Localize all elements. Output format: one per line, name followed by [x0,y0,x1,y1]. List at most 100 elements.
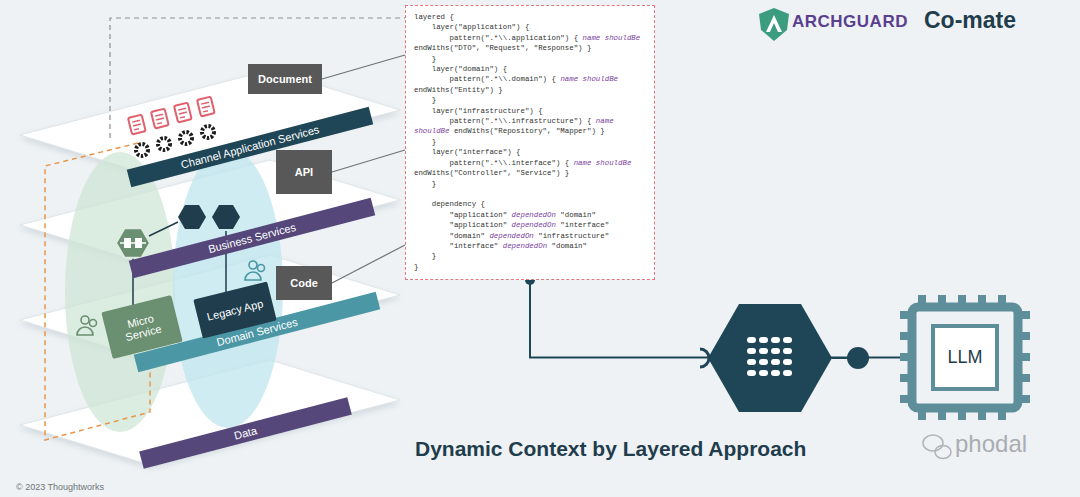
layer-tag: Code [276,266,332,300]
person-icon [77,327,93,335]
llm-chip: LLM [900,295,1030,420]
wechat-icon [923,435,943,451]
engine-grid [747,337,792,376]
node-text: Data [232,424,258,441]
code-keyword: shouldBe [583,75,618,83]
code-token: pattern(".*\\.domain") { [414,75,560,83]
code-token [591,159,595,167]
person-icon [81,316,89,324]
engine-dot [747,359,756,365]
code-token [600,34,604,42]
code-line: layer("domain") { [414,64,646,74]
node-text: LLM [947,347,982,368]
boundary-dashed [45,143,150,440]
person-icon [249,261,257,269]
hexagon-icon [116,228,150,257]
code-token: pattern(".*\\.application") { [414,34,583,42]
node-text: API [295,166,313,178]
chip-outline [912,307,1018,408]
code-token: dependency { [414,200,485,208]
code-line: "domain" dependedOn "infrastructure" [414,231,646,241]
layer-tag: API [276,150,332,194]
archguard-logo [759,8,789,41]
code-token: "domain" [547,242,587,250]
wechat-icon [923,435,951,459]
code-line: dependency { [414,199,646,209]
code-line: } [414,262,646,272]
node-text: Legacy App [206,297,265,323]
hexagon-icon [135,238,142,248]
chip-outline [933,326,997,389]
engine-dot [759,370,768,376]
product-name: Co-mate [924,7,1016,34]
logo-shield [759,8,789,41]
engine-dot [771,359,780,365]
code-token: } [414,263,418,271]
document-icon [197,97,215,117]
document-icon [178,108,188,118]
code-token: "domain" [414,232,489,240]
copyright-note: © 2023 Thoughtworks [16,482,104,492]
engine-ball [847,347,869,369]
code-token: "application" [414,221,512,229]
node-text: Code [290,277,318,289]
engine-dot [759,337,768,343]
code-token: "application" [414,211,512,219]
code-line: } [414,137,646,147]
code-line: } [414,251,646,261]
engine-dot [759,359,768,365]
hexagon-icon [212,205,240,229]
code-token: } [414,55,436,63]
code-line: "interface" dependedOn "domain" [414,241,646,251]
engine-dot [783,370,792,376]
code-keyword: dependedOn [512,211,556,219]
code-token: pattern(".*\\.interface") { [414,159,574,167]
node-text: Document [258,73,312,85]
person-icon [258,265,265,272]
code-token: "interface" [556,221,609,229]
code-token: layered { [414,13,454,21]
code-token: pattern(".*\\.infrastructure") { [414,117,596,125]
code-keyword: shouldBe [414,127,449,135]
engine-hexagon [708,304,832,412]
code-line: layer("interface") { [414,147,646,157]
context-ellipse [173,148,283,428]
code-line: } [414,95,646,105]
document-icon [128,115,146,135]
node-text: Micro Service [112,309,172,346]
hexagon-icon [178,205,206,229]
code-token: layer("application") { [414,23,529,31]
connector-line [332,150,405,172]
document-icon [197,97,215,117]
code-line: layer("application") { [414,22,646,32]
code-keyword: dependedOn [489,232,533,240]
document-icon [174,103,192,123]
engine-dot [759,348,768,354]
code-line: pattern(".*\\.domain") { name shouldBe e… [414,74,646,95]
engine-dot [783,337,792,343]
gear-icon [136,144,148,156]
hexagon-icon [120,242,146,244]
connector-line [332,245,405,283]
engine-socket [700,349,709,367]
code-token: endWiths("Repository", "Mapper") } [449,127,604,135]
service-wire [149,222,178,236]
code-token [578,75,582,83]
code-line: } [414,54,646,64]
code-token: layer("interface") { [414,148,520,156]
code-token [614,117,618,125]
diagram-title: Dynamic Context by Layered Approach [415,437,806,461]
watermark: phodal [955,430,1027,458]
code-keyword: name [583,34,601,42]
document-icon [201,102,211,112]
code-line: layer("infrastructure") { [414,106,646,116]
code-keyword: dependedOn [512,221,556,229]
brand-name: ARCHGUARD [792,12,908,32]
engine-dot [771,370,780,376]
document-icon [174,103,192,123]
code-line: pattern(".*\\.application") { name shoul… [414,33,646,54]
code-line: pattern(".*\\.interface") { name shouldB… [414,158,646,179]
layer-tag: Document [248,64,322,94]
gear-icon [202,126,214,138]
